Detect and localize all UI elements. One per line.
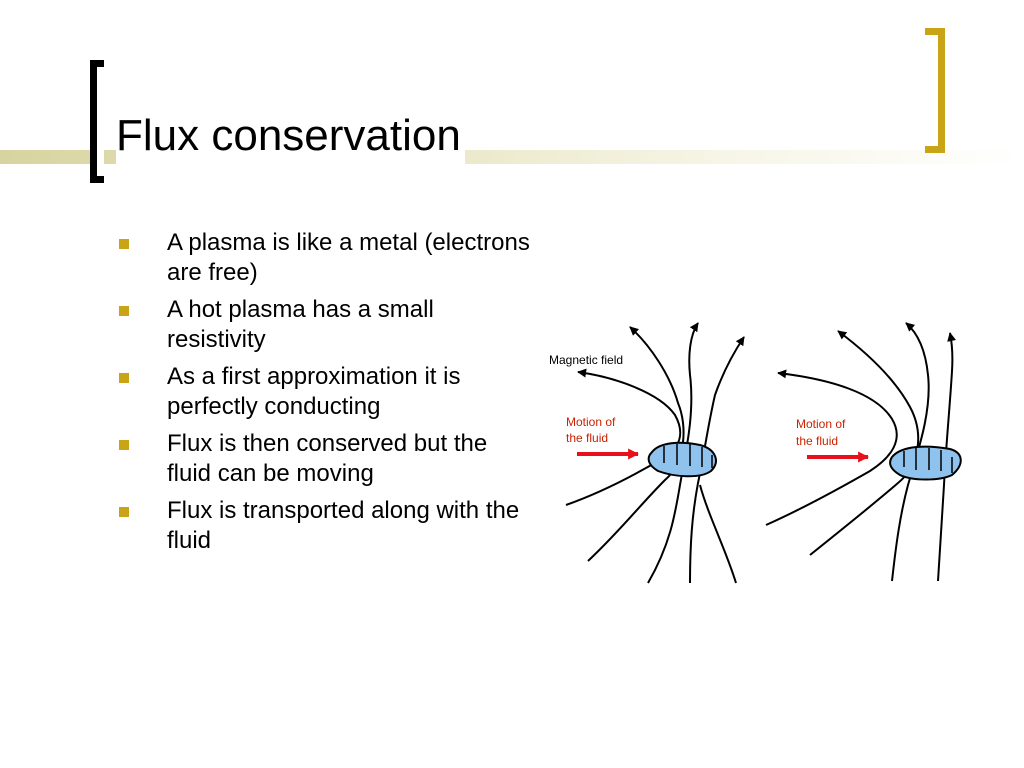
square-bullet-icon [119, 440, 129, 450]
motion-label: the fluid [796, 434, 838, 448]
motion-label: Motion of [796, 417, 846, 431]
field-line [765, 369, 898, 526]
fluid-element [889, 445, 962, 481]
motion-label: the fluid [566, 431, 608, 445]
fluid-element [647, 441, 717, 478]
field-line [699, 484, 737, 584]
bullet-text: A plasma is like a metal (electrons are … [167, 229, 530, 286]
field-line [937, 332, 957, 582]
flux-tick-marks [663, 444, 713, 468]
bullet-list: A plasma is like a metal (electrons are … [115, 228, 530, 563]
bullet-text: Flux is then conserved but the fluid can… [167, 430, 488, 487]
square-bullet-icon [119, 239, 129, 249]
bullet-item: As a first approximation it is perfectly… [115, 362, 530, 422]
motion-label: Motion of [566, 415, 616, 429]
square-bullet-icon [119, 507, 129, 517]
flux-tick-marks [903, 448, 953, 473]
square-bullet-icon [119, 306, 129, 316]
bullet-text: Flux is transported along with the fluid [167, 497, 520, 554]
bullet-text: A hot plasma has a small resistivity [167, 296, 434, 353]
left-panel: Magnetic field Motion of the fluid [549, 322, 745, 584]
right-bracket-decoration [925, 28, 945, 153]
flux-diagram-svg: Magnetic field Motion of the fluid [549, 322, 962, 584]
slide-title: Flux conservation [116, 108, 465, 164]
square-bullet-icon [119, 373, 129, 383]
bullet-item: Flux is transported along with the fluid [115, 496, 530, 556]
flux-diagram: Magnetic field Motion of the fluid [540, 315, 970, 590]
bullet-item: Flux is then conserved but the fluid can… [115, 429, 530, 489]
field-line [891, 322, 930, 582]
bullet-text: As a first approximation it is perfectly… [167, 363, 461, 420]
bullet-item: A hot plasma has a small resistivity [115, 295, 530, 355]
right-panel: Motion of the fluid [765, 322, 962, 582]
left-bracket-decoration [90, 60, 104, 183]
field-line [565, 368, 682, 506]
magnetic-field-label: Magnetic field [549, 353, 623, 367]
bullet-item: A plasma is like a metal (electrons are … [115, 228, 530, 288]
